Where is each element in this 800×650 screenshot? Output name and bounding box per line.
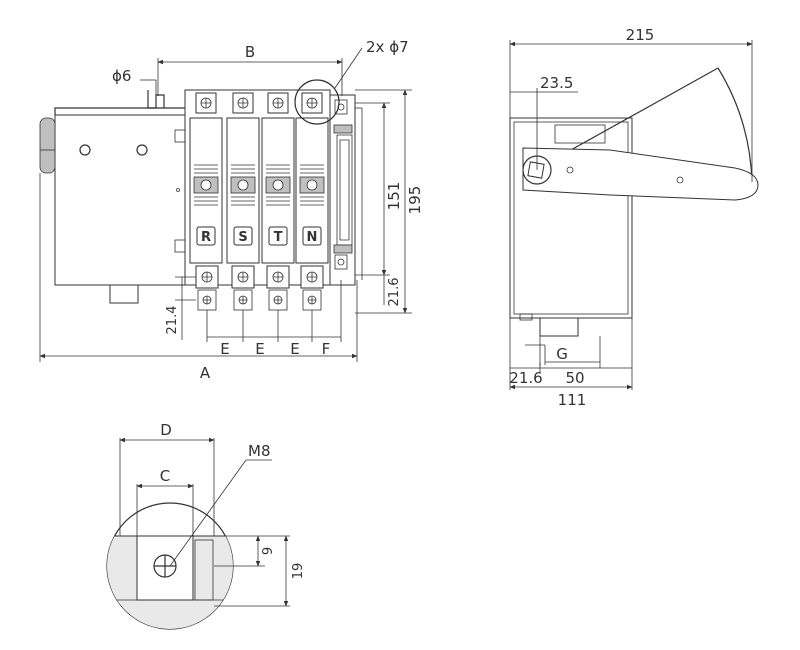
mounting-rail	[329, 94, 363, 286]
dim-d-label: D	[160, 421, 172, 439]
dim-e3-label: E	[290, 340, 299, 358]
front-view: R S T N	[39, 38, 424, 382]
dim-21-4: 21.4	[165, 276, 196, 340]
dim-9-label: 9	[261, 547, 276, 555]
pole-label-t: T	[274, 230, 283, 245]
pole-module-r	[189, 92, 223, 264]
mounting-tab	[147, 90, 165, 109]
dim-111-label: 111	[558, 391, 587, 409]
dim-f-label: F	[322, 340, 331, 358]
dim-a-label: A	[200, 364, 211, 382]
dim-e1-label: E	[220, 340, 229, 358]
detail-view: D C M8 9 19	[106, 421, 306, 630]
dim-phi6: ϕ6	[112, 67, 157, 95]
dim-b-label: B	[245, 43, 255, 61]
holes-label: 2x ϕ7	[366, 38, 409, 56]
dim-eef: E E E F	[206, 280, 342, 358]
dim-21-6-front-label: 21.6	[387, 278, 402, 307]
dim-151-label: 151	[385, 182, 403, 211]
m8-label: M8	[248, 442, 271, 460]
dim-215: 215	[509, 26, 753, 182]
pole-module-t	[261, 92, 295, 264]
switch-body	[54, 114, 186, 286]
dim-21-6-front: 21.6	[383, 275, 402, 307]
dim-e2-label: E	[255, 340, 264, 358]
dim-195: 195	[355, 89, 424, 314]
handle	[522, 147, 759, 201]
side-view: 215 23.5 G 21.6 50 111	[509, 26, 759, 409]
mounting-bracket	[39, 117, 56, 174]
dim-b: B	[157, 43, 343, 96]
pole-label-s: S	[238, 230, 247, 245]
dim-21-6-side-label: 21.6	[509, 369, 542, 387]
dim-c-label: C	[160, 467, 170, 485]
dim-50-label: 50	[565, 369, 584, 387]
pole-module-s	[226, 92, 260, 264]
detail-circle-holes	[294, 79, 340, 125]
pole-label-r: R	[201, 230, 211, 245]
pole-modules	[189, 92, 329, 264]
dim-g-label: G	[556, 345, 568, 363]
dim-215-label: 215	[626, 26, 655, 44]
dim-21-4-label: 21.4	[165, 306, 180, 335]
dim-195-label: 195	[406, 186, 424, 215]
dim-phi6-label: ϕ6	[112, 67, 131, 85]
pole-module-n	[295, 92, 329, 264]
dim-23-5: 23.5	[510, 74, 578, 170]
dim-a: A	[39, 173, 358, 382]
dim-23-5-label: 23.5	[540, 74, 573, 92]
dim-g: G	[525, 336, 601, 368]
dim-21-6-50: 21.6 50 111	[509, 318, 633, 409]
pole-label-n: N	[307, 230, 318, 245]
dim-19-label: 19	[291, 563, 306, 580]
handle-sweep	[534, 67, 753, 183]
